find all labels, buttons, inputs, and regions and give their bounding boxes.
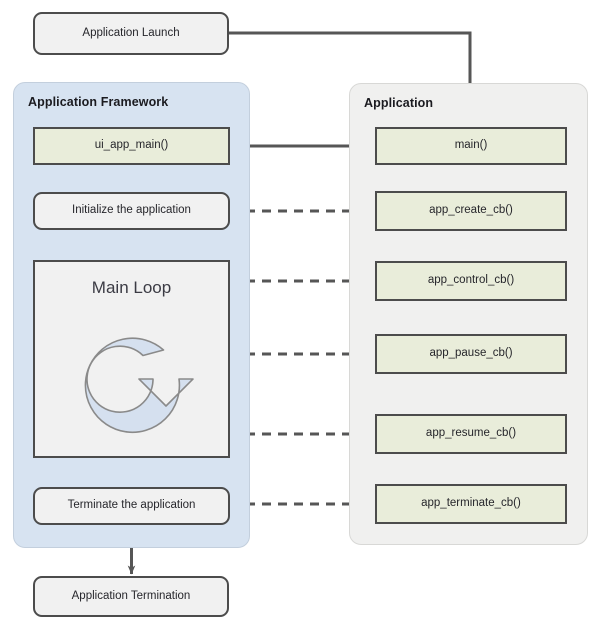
node-app-create-cb[interactable]: app_create_cb() (375, 191, 567, 231)
application-title: Application (364, 96, 434, 110)
node-application-launch[interactable]: Application Launch (33, 12, 229, 55)
node-initialize-the-application[interactable]: Initialize the application (33, 192, 230, 230)
node-main[interactable]: main() (375, 127, 567, 165)
node-app-control-cb[interactable]: app_control_cb() (375, 261, 567, 301)
node-terminate-the-application[interactable]: Terminate the application (33, 487, 230, 525)
node-app-resume-cb[interactable]: app_resume_cb() (375, 414, 567, 454)
circular-arrow-icon (84, 337, 194, 434)
node-main-loop[interactable]: Main Loop (33, 260, 230, 458)
node-app-pause-cb[interactable]: app_pause_cb() (375, 334, 567, 374)
application-framework-title: Application Framework (28, 95, 169, 109)
node-app-terminate-cb[interactable]: app_terminate_cb() (375, 484, 567, 524)
main-loop-label: Main Loop (91, 278, 172, 297)
node-application-termination[interactable]: Application Termination (33, 576, 229, 617)
node-ui-app-main[interactable]: ui_app_main() (33, 127, 230, 165)
